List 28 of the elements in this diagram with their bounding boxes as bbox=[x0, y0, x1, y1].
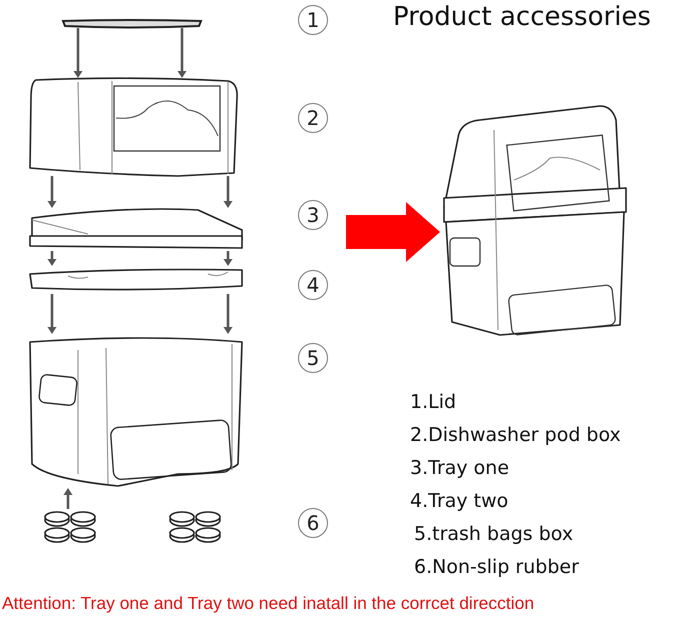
arrow bbox=[64, 488, 72, 509]
arrow bbox=[178, 28, 186, 78]
arrow bbox=[224, 251, 232, 266]
callout-number: 5 bbox=[298, 343, 328, 373]
tray-drawing bbox=[28, 208, 246, 251]
part-list-item: 6.Non-slip rubber bbox=[414, 555, 580, 580]
arrow bbox=[48, 176, 56, 208]
arrow bbox=[224, 294, 232, 334]
arrow bbox=[224, 176, 232, 208]
part-list-item: 5.trash bags box bbox=[414, 522, 574, 547]
callout-number: 3 bbox=[298, 200, 328, 230]
part-list-item: 3.Tray one bbox=[410, 456, 510, 481]
caption: Attention: Tray one and Tray two need inatall in the corrcet direcction bbox=[2, 593, 534, 614]
part-list-item: 1.Lid bbox=[410, 390, 458, 415]
arrow bbox=[48, 251, 56, 266]
title: Product accessories bbox=[393, 2, 651, 32]
arrow bbox=[48, 294, 56, 334]
callout-number: 6 bbox=[298, 508, 328, 538]
callout-number: 1 bbox=[298, 5, 328, 35]
part-list-item: 4.Tray two bbox=[410, 489, 510, 514]
pod-box-drawing bbox=[28, 78, 240, 176]
block-arrow bbox=[346, 202, 440, 262]
callout-number: 4 bbox=[298, 270, 328, 300]
lid-drawing bbox=[62, 19, 202, 28]
arrow bbox=[74, 28, 82, 78]
trash-bag-box-drawing bbox=[28, 334, 246, 488]
callout-number: 2 bbox=[298, 103, 328, 133]
part-list-item: 2.Dishwasher pod box bbox=[410, 423, 621, 448]
